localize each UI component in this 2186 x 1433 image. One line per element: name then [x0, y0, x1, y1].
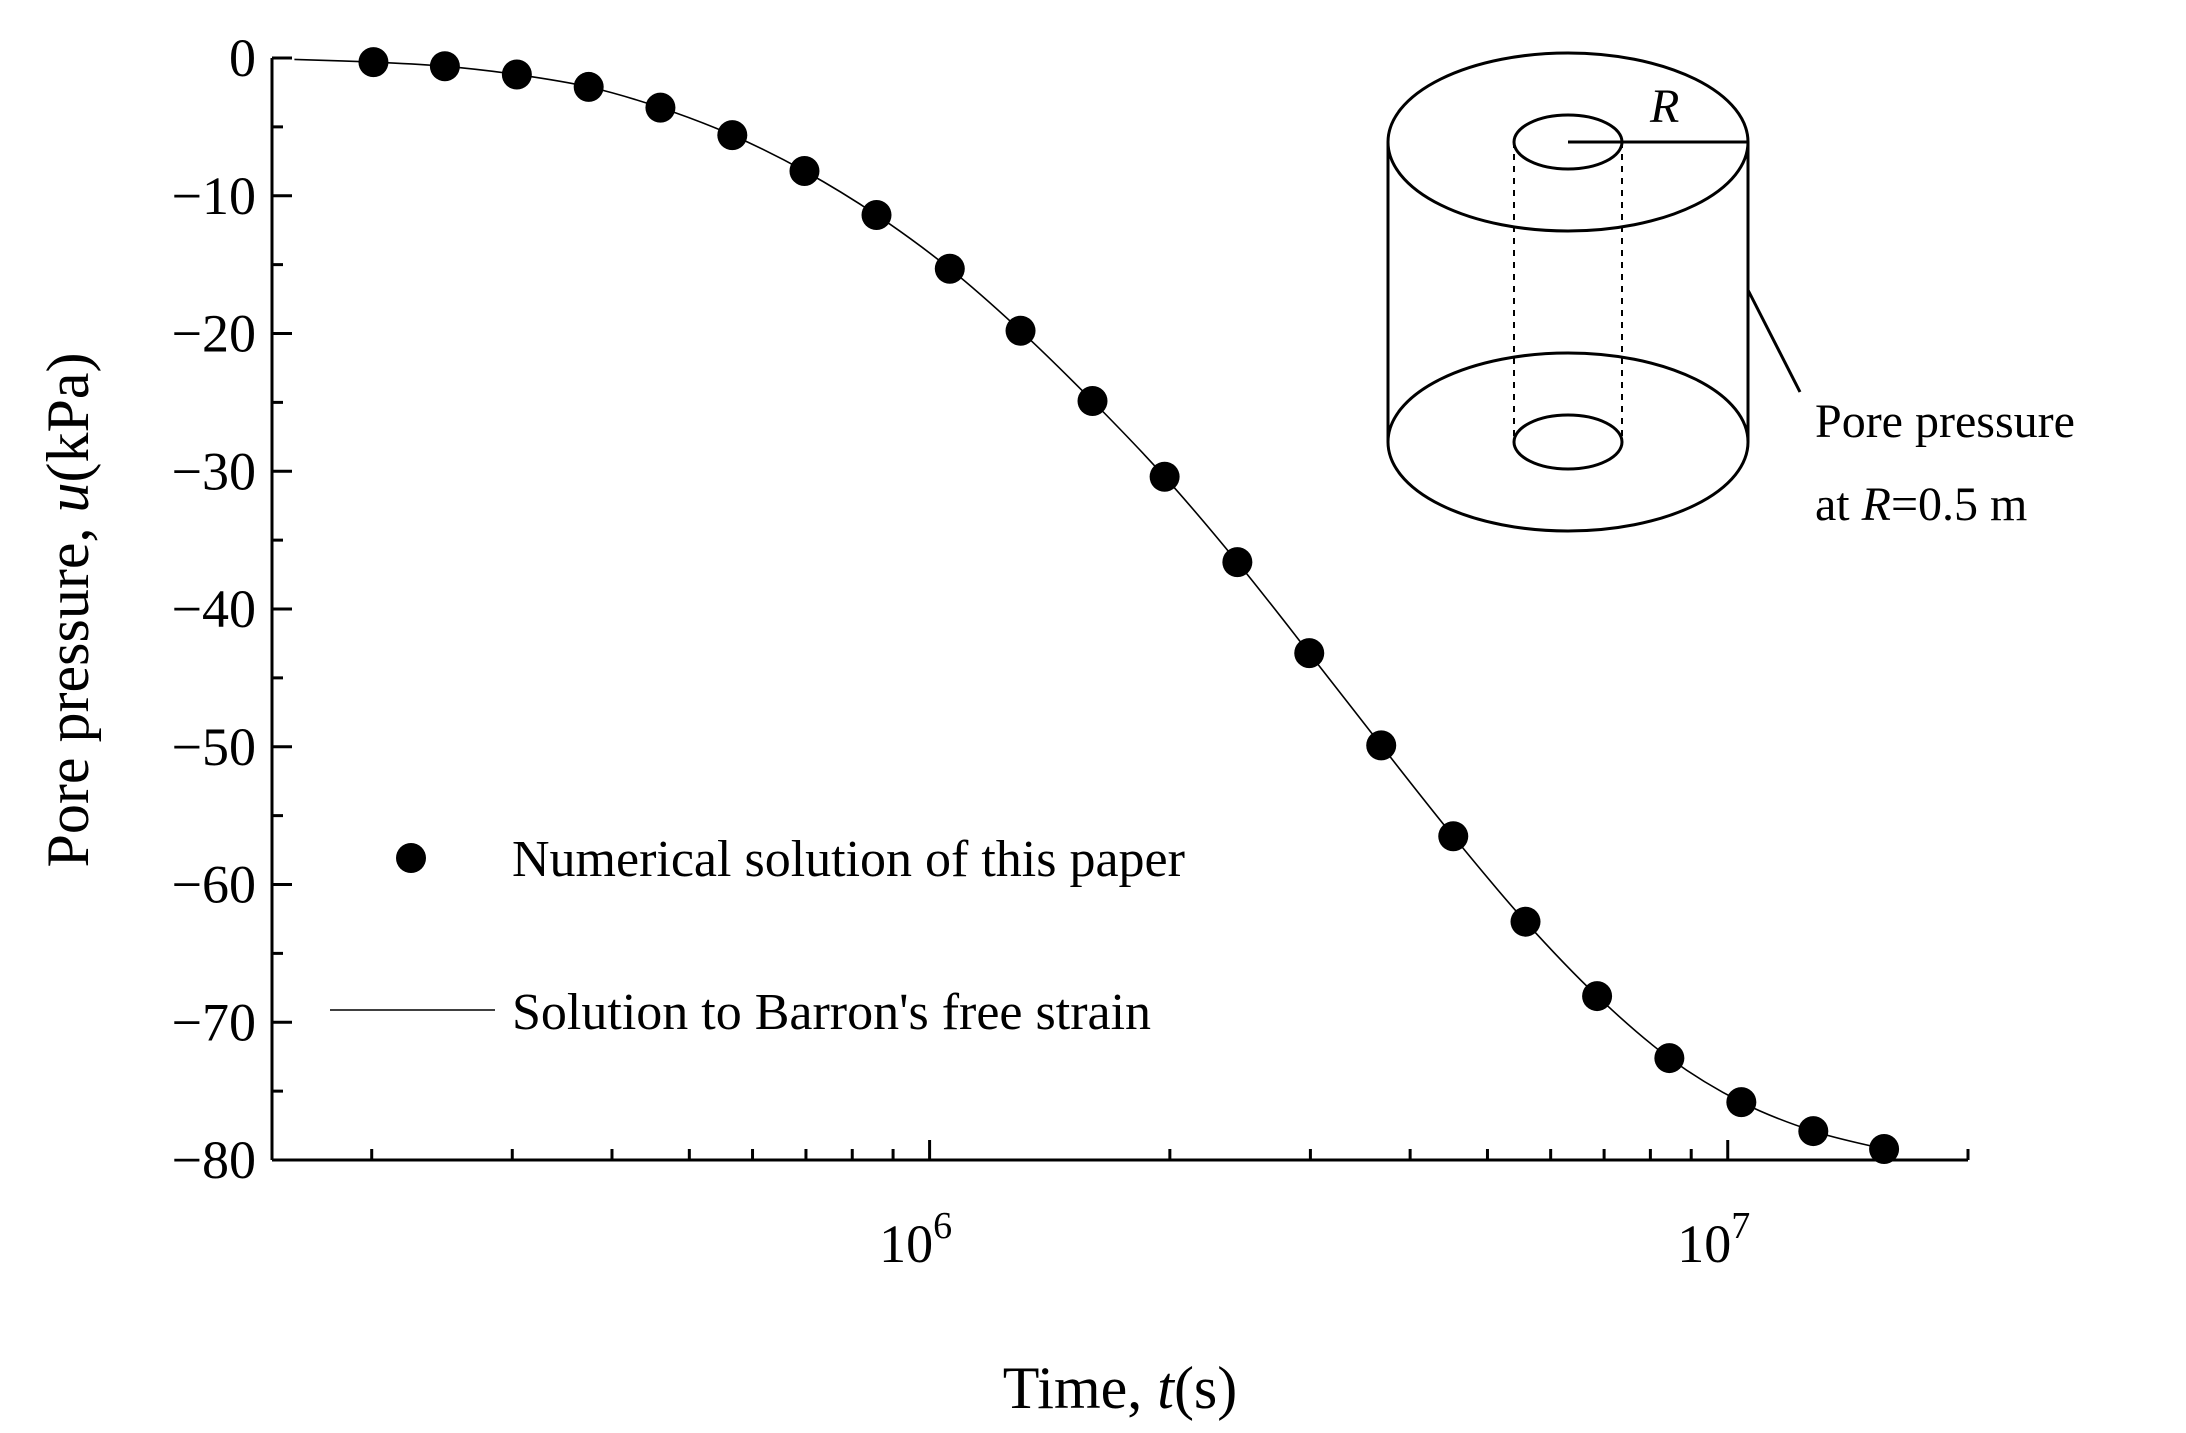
y-tick-label: −70	[172, 992, 256, 1052]
data-point	[1654, 1043, 1685, 1074]
data-point	[501, 59, 532, 90]
legend: Numerical solution of this paper Solutio…	[330, 831, 1185, 1041]
x-axis-title-suffix: (s)	[1174, 1355, 1237, 1421]
pore-pressure-leader-line	[1746, 289, 1802, 393]
y-axis-title-suffix: (kPa)	[35, 353, 101, 483]
y-tick-label: 0	[229, 28, 256, 88]
data-point	[1222, 547, 1253, 578]
legend-label-numerical: Numerical solution of this paper	[512, 831, 1185, 888]
y-axis-title-prefix: Pore pressure,	[35, 513, 101, 868]
y-axis-title-var: u	[35, 483, 101, 513]
data-point	[1510, 906, 1541, 937]
data-point	[1366, 730, 1397, 761]
pore-pressure-note-suffix: =0.5 m	[1891, 478, 2027, 531]
data-point	[429, 51, 460, 82]
x-tick-label: 106	[879, 1205, 952, 1274]
x-tick-labels: 106 107	[879, 1205, 1750, 1274]
pore-pressure-note-prefix: at	[1815, 478, 1862, 531]
legend-marker-numerical	[396, 843, 426, 873]
radius-label: R	[1649, 80, 1679, 133]
data-point	[789, 155, 820, 186]
cylinder-bottom-outer	[1386, 351, 1750, 533]
data-point	[358, 47, 389, 78]
data-point	[1294, 638, 1325, 669]
y-tick-label: −10	[172, 166, 256, 226]
y-tick-label: −30	[172, 441, 256, 501]
numerical-solution-markers	[358, 47, 1900, 1164]
data-point	[1149, 461, 1180, 492]
data-point	[573, 71, 604, 102]
y-tick-label: −50	[172, 717, 256, 777]
y-tick-labels: 0 −10 −20 −30 −40 −50 −60 −70 −80	[172, 28, 256, 1190]
y-tick-label: −60	[172, 855, 256, 915]
drain-bottom-ellipse	[1512, 413, 1624, 471]
pore-pressure-note-line1: Pore pressure	[1815, 395, 2075, 448]
data-point	[717, 120, 748, 151]
data-point	[1869, 1133, 1900, 1164]
y-tick-label: −80	[172, 1130, 256, 1190]
data-point	[1005, 315, 1036, 346]
x-tick-label: 107	[1677, 1205, 1750, 1274]
legend-label-barron: Solution to Barron's free strain	[512, 984, 1151, 1041]
data-point	[1077, 385, 1108, 416]
x-axis-title: Time, t(s)	[1003, 1355, 1238, 1421]
pore-pressure-note-var: R	[1861, 478, 1891, 531]
x-axis-title-var: t	[1157, 1355, 1175, 1421]
data-point	[1582, 981, 1613, 1012]
data-point	[1798, 1116, 1829, 1147]
y-axis-title: Pore pressure, u(kPa)	[35, 353, 101, 868]
data-point	[861, 200, 892, 231]
data-point	[1726, 1087, 1757, 1118]
y-ticks	[272, 56, 292, 1162]
data-point	[934, 253, 965, 284]
pore-pressure-note-line2: at R=0.5 m	[1815, 478, 2027, 531]
y-tick-label: −40	[172, 579, 256, 639]
cylinder-inset-diagram	[1386, 51, 1802, 533]
y-tick-label: −20	[172, 304, 256, 364]
data-point	[645, 92, 676, 123]
x-axis-title-prefix: Time,	[1003, 1355, 1158, 1421]
x-ticks	[370, 1140, 1970, 1160]
data-point	[1438, 821, 1469, 852]
